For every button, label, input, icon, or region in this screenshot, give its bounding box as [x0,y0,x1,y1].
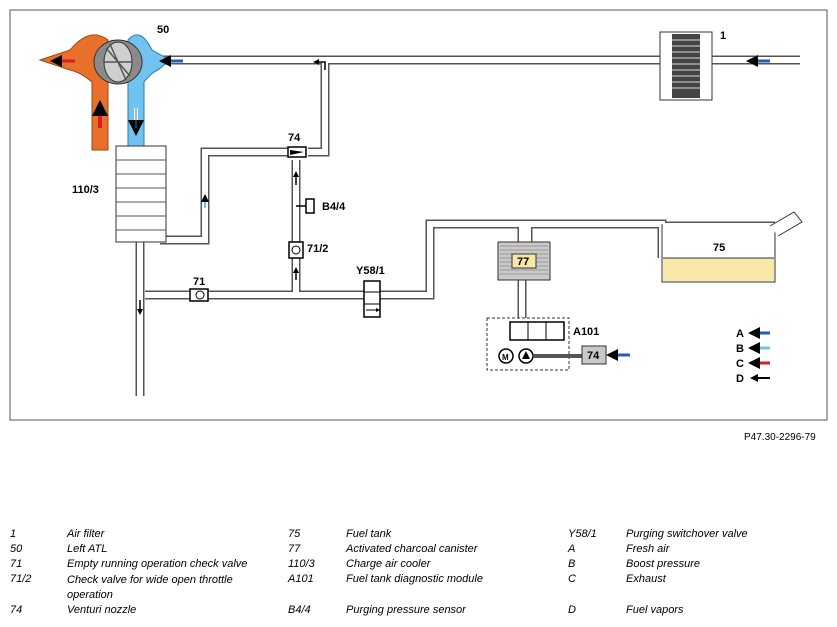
legend-code: 110/3 [288,558,315,570]
label-air-filter: 1 [720,30,726,42]
diagnostic-module: M [486,317,630,371]
flow-legend-b: B [736,343,744,355]
label-module: A101 [573,326,599,338]
check-valve-wot [288,241,304,259]
legend-code: B4/4 [288,604,311,616]
legend-code: D [568,604,576,616]
legend-desc: Activated charcoal canister [346,543,478,555]
legend-code: C [568,573,576,585]
legend-desc: Check valve for wide open throttle opera… [67,574,233,601]
legend-desc: Empty running operation check valve [67,558,248,570]
legend-desc: Fuel tank [346,528,392,540]
legend-desc: Charge air cooler [346,558,431,570]
label-venturi: 74 [288,132,301,144]
label-atl: 50 [157,24,169,36]
fuel-tank [661,211,803,283]
label-canister: 77 [517,256,529,268]
pipe-network [135,55,800,396]
charcoal-canister [497,241,551,281]
legend-code: A [568,543,576,555]
label-switch-valve: Y58/1 [356,265,385,277]
legend-desc: Purging pressure sensor [346,604,466,616]
legend-code: 71 [10,558,23,570]
legend-desc: Venturi nozzle [67,604,137,616]
system-diagram: 50 1 110/3 74 B4/4 71/2 71 Y58/ [9,9,828,421]
flow-legend-a: A [736,328,744,340]
legend-desc: Purging switchover valve [626,528,748,540]
purging-switchover-valve [363,280,381,318]
check-valve-idle [189,288,209,302]
legend-code: 74 [10,604,23,616]
legend-code: 77 [288,543,301,555]
legend-desc: Fuel tank diagnostic module [346,573,483,585]
label-tank: 75 [713,242,725,254]
turbocharger [38,34,183,151]
reference-code: P47.30-2296-79 [744,432,816,443]
legend-desc: Fresh air [626,543,670,555]
label-module-port: 74 [587,350,600,362]
flow-legend: A B C D [736,327,770,385]
legend-code: A101 [288,573,314,585]
flow-arrow-vapor-3 [313,59,326,70]
purging-pressure-sensor [296,198,315,214]
legend-desc: Fuel vapors [626,604,684,616]
legend-desc: Left ATL [67,543,108,555]
legend-desc: Boost pressure [626,558,700,570]
flow-legend-c: C [736,358,744,370]
legend-code: 71/2 [10,573,32,585]
legend-code: 50 [10,543,23,555]
label-check-idle: 71 [193,276,205,288]
air-filter [659,31,770,101]
legend-desc: Air filter [67,528,105,540]
svg-text:M: M [502,353,509,362]
legend-code: B [568,558,576,570]
label-sensor: B4/4 [322,201,346,213]
legend-desc: Exhaust [626,573,666,585]
charge-air-cooler [115,145,167,243]
label-cooler: 110/3 [72,184,99,196]
legend-code: Y58/1 [568,528,597,540]
label-check-wot: 71/2 [307,243,328,255]
legend-code: 75 [288,528,301,540]
legend-code: 1 [10,528,17,540]
flow-legend-d: D [736,373,744,385]
venturi-nozzle [287,146,307,158]
